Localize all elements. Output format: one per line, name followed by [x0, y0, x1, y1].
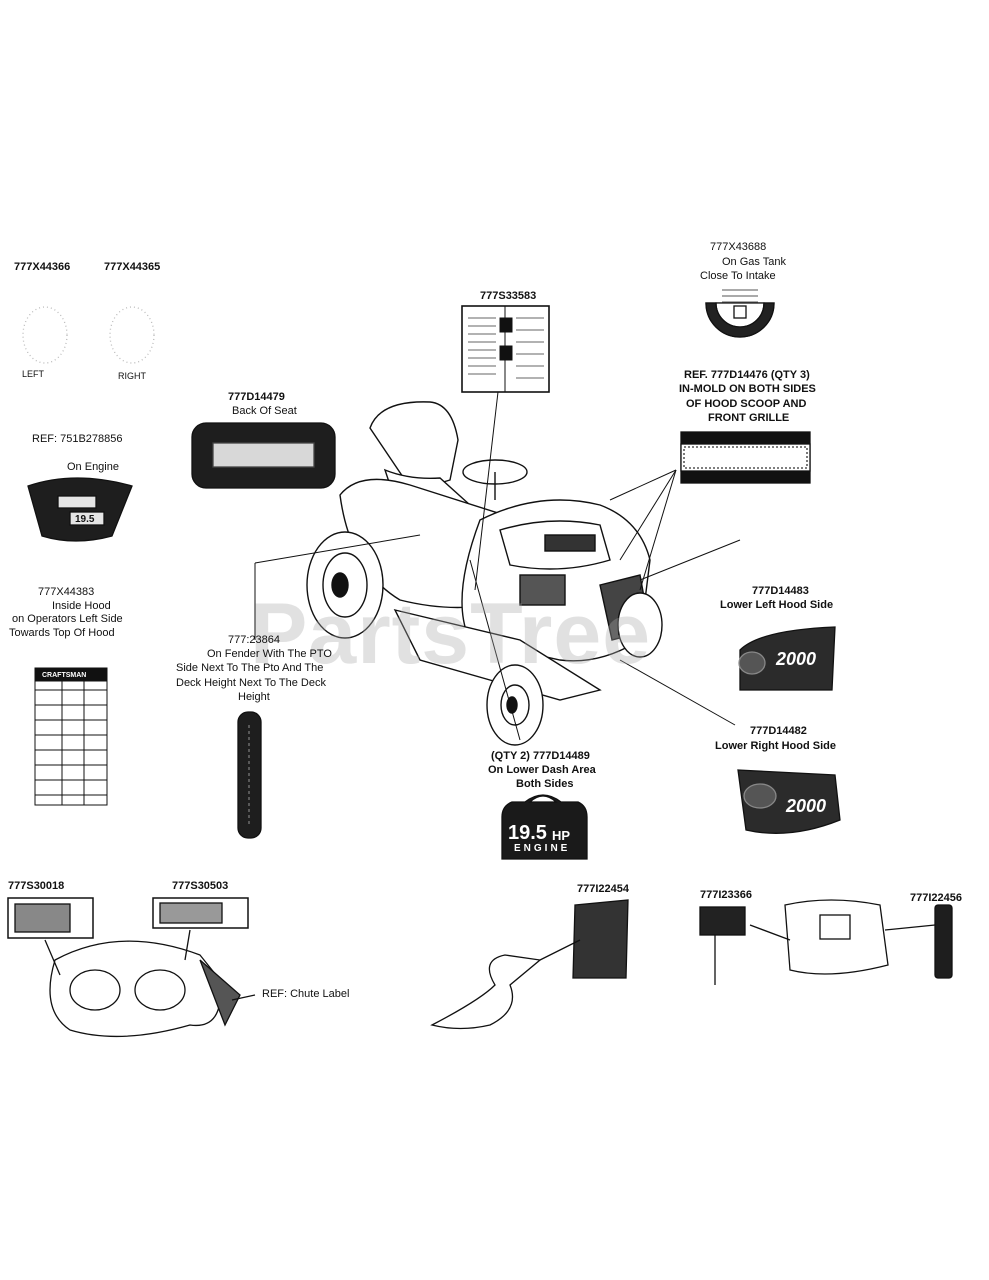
- label-both-sides: Both Sides: [516, 778, 574, 790]
- ref-777d14476: REF. 777D14476 (QTY 3): [684, 369, 810, 381]
- part-777d14479: 777D14479: [228, 391, 285, 403]
- leader-lines: [254, 391, 741, 741]
- part-777-23864: 777:23864: [228, 634, 280, 646]
- part-777d14482: 777D14482: [750, 725, 807, 737]
- part-777s30018: 777S30018: [8, 880, 65, 892]
- label-back-of-seat: Back Of Seat: [232, 405, 297, 417]
- engine-hp-text: 19.5: [75, 514, 95, 525]
- part-777x44365: 777X44365: [104, 261, 161, 273]
- decal-hp-badge: [501, 794, 588, 860]
- decal-777x44365-right: [109, 306, 155, 364]
- decal-lower-right-hood: [737, 769, 841, 834]
- ref-751b278856: REF: 751B278856: [32, 433, 123, 445]
- part-777x43688: 777X43688: [710, 241, 767, 253]
- dash-panel-illustration: [699, 899, 953, 985]
- part-777i22456: 777I22456: [910, 892, 962, 904]
- decal-text-2000-b: 2000: [786, 796, 827, 816]
- hp-badge-value: 19.5: [508, 822, 547, 844]
- label-lower-left-hood: Lower Left Hood Side: [720, 599, 834, 611]
- part-777d14489: (QTY 2) 777D14489: [491, 750, 590, 762]
- label-lower-right-hood: Lower Right Hood Side: [715, 740, 836, 752]
- label-right: RIGHT: [118, 371, 146, 381]
- decal-fender-strip: [237, 711, 262, 839]
- label-fender-2: Side Next To The Pto And The: [176, 662, 324, 674]
- decal-on-engine: [27, 477, 133, 542]
- label-fender-1: On Fender With The PTO: [207, 648, 332, 660]
- part-777s33583: 777S33583: [480, 290, 537, 302]
- part-777i22454: 777I22454: [577, 883, 629, 895]
- decal-inside-hood-chart: [34, 667, 108, 806]
- label-fender-3: Deck Height Next To The Deck: [176, 677, 326, 689]
- decal-text-2000-a: 2000: [776, 649, 817, 669]
- decal-gas-tank: [705, 289, 775, 338]
- part-777i23366: 777I23366: [700, 889, 752, 901]
- decal-hood-scoop: [680, 431, 811, 484]
- part-777d14483: 777D14483: [752, 585, 809, 597]
- part-777x44383: 777X44383: [38, 586, 95, 598]
- label-on-engine: On Engine: [67, 461, 119, 473]
- decal-lower-left-hood: [738, 626, 836, 691]
- label-craftsman: CRAFTSMAN: [42, 672, 87, 679]
- chute-deck-illustration: [7, 897, 256, 1038]
- label-fender-4: Height: [238, 691, 270, 703]
- label-left: LEFT: [22, 369, 45, 379]
- decal-back-of-seat: [191, 422, 336, 489]
- hp-badge-unit: HP: [552, 828, 571, 843]
- label-hood-scoop: OF HOOD SCOOP AND: [686, 398, 807, 410]
- label-lower-dash: On Lower Dash Area: [488, 764, 596, 776]
- label-front-grille: FRONT GRILLE: [708, 412, 790, 424]
- label-operators-left-side: on Operators Left Side: [12, 613, 123, 625]
- label-ref-chute: REF: Chute Label: [262, 988, 350, 1000]
- label-in-mold: IN-MOLD ON BOTH SIDES: [679, 383, 816, 395]
- label-close-to-intake: Close To Intake: [700, 270, 776, 282]
- tractor-illustration: [306, 401, 663, 746]
- hp-badge-engine: ENGINE: [514, 843, 571, 854]
- label-towards-top-of-hood: Towards Top Of Hood: [9, 627, 115, 639]
- decal-777s33583: [461, 305, 550, 393]
- label-on-gas-tank: On Gas Tank: [722, 256, 786, 268]
- part-777x44366: 777X44366: [14, 261, 71, 273]
- pedal-illustration: [430, 899, 629, 1030]
- label-inside-hood: Inside Hood: [52, 600, 111, 612]
- decal-777x44366-left: [22, 306, 68, 364]
- part-777s30503: 777S30503: [172, 880, 229, 892]
- watermark: PartsTree: [250, 586, 652, 682]
